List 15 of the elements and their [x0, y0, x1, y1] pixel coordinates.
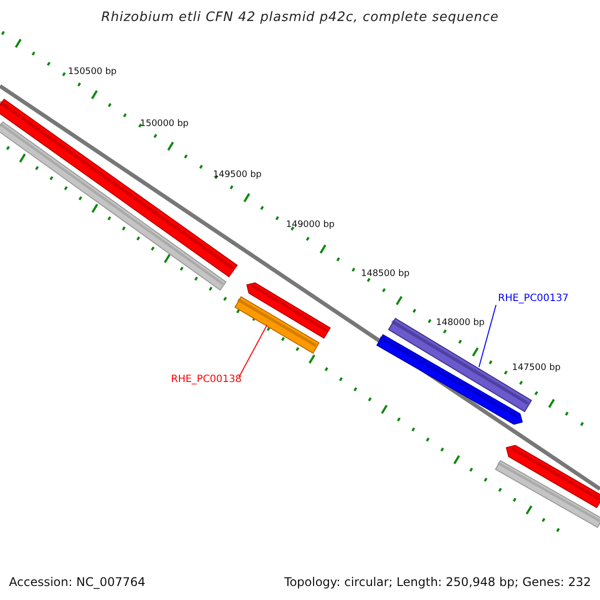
gene-label: RHE_PC00137 — [498, 293, 569, 305]
leader-line — [478, 304, 496, 368]
title: Rhizobium etli CFN 42 plasmid p42c, complete sequence — [100, 10, 500, 26]
gene-bar — [234, 296, 320, 354]
position-label: 147500 bp — [512, 363, 561, 374]
leader-line — [238, 324, 268, 378]
gene-label: RHE_PC00138 — [171, 374, 242, 386]
position-label: 150500 bp — [68, 67, 117, 78]
position-label: 148500 bp — [361, 269, 410, 280]
position-label: 150000 bp — [140, 119, 189, 130]
position-label: 148000 bp — [436, 318, 485, 329]
footer-text: Topology: circular; Length: 250,948 bp; Genes: 232 — [284, 575, 591, 590]
position-label: 149500 bp — [213, 170, 262, 181]
footer-text: Accession: NC_007764 — [9, 575, 146, 590]
position-label: 149000 bp — [286, 220, 335, 231]
